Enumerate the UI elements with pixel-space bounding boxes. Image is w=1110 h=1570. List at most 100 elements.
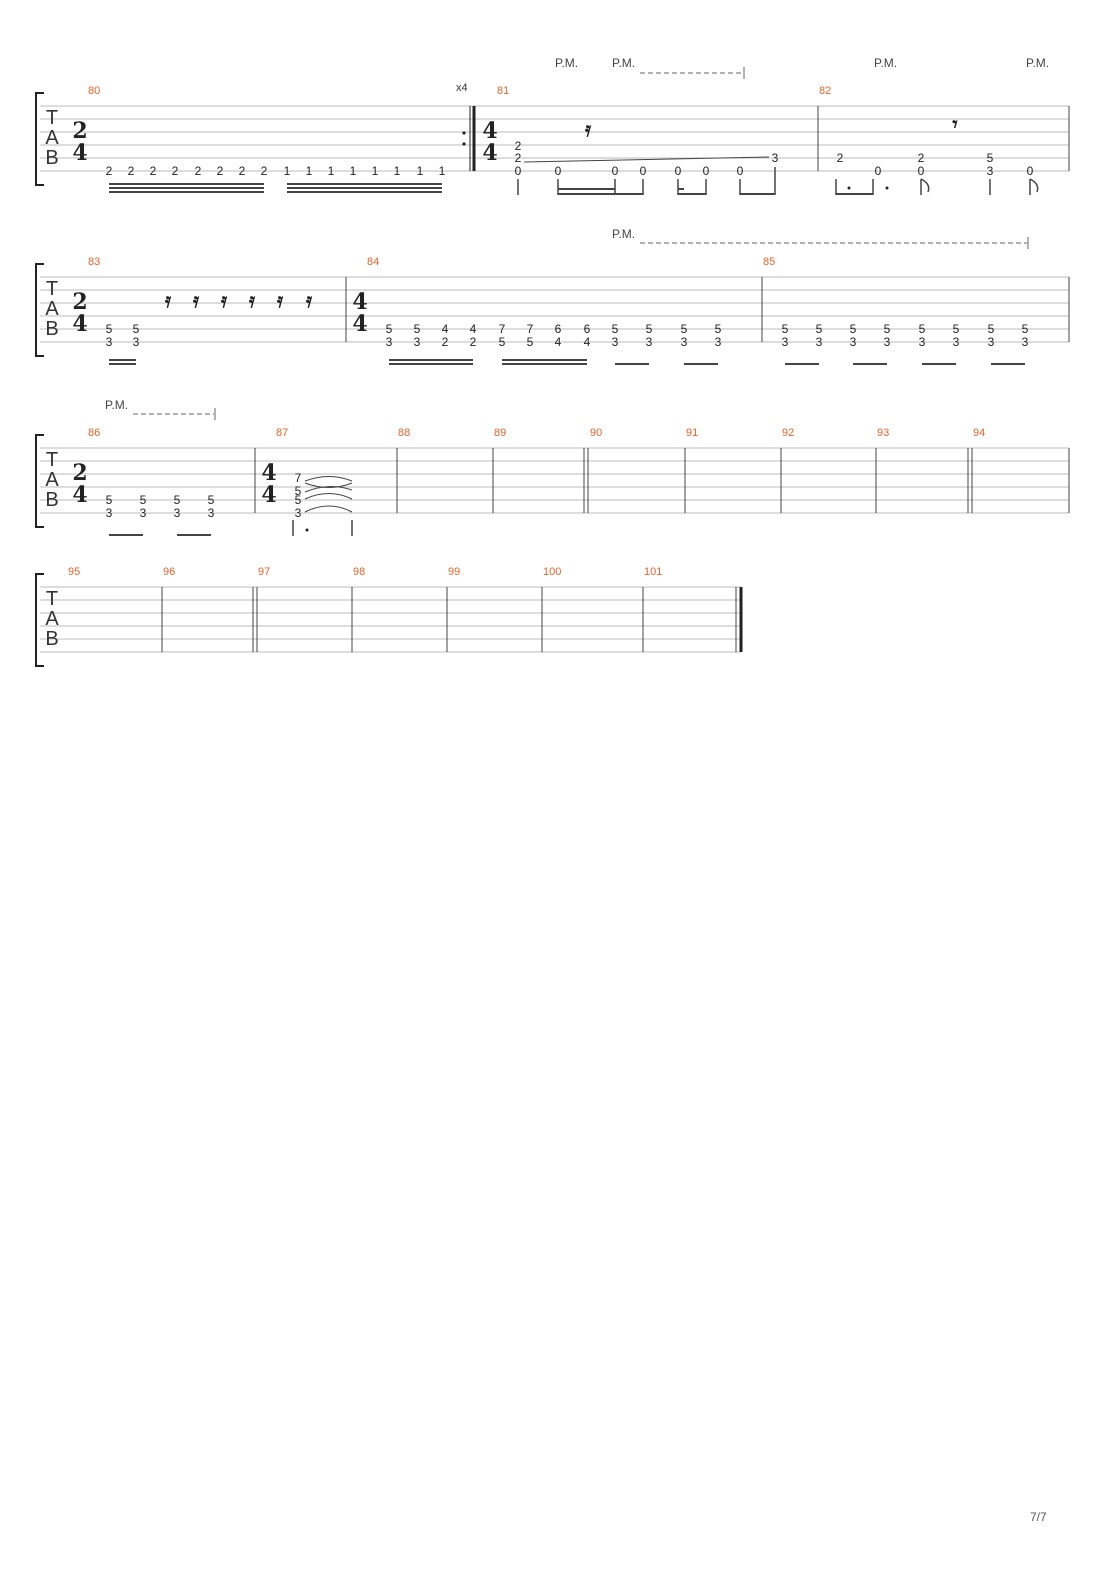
tab-clef-b: B xyxy=(45,318,58,340)
measure-87-notes: 7 5 5 3 xyxy=(292,471,353,536)
palm-mute-label: P.M. xyxy=(612,56,635,70)
stems xyxy=(835,179,1031,195)
tab-clef-t: T xyxy=(46,588,58,610)
tab-clef-a: A xyxy=(45,469,59,491)
measure-number: 81 xyxy=(497,85,509,97)
fret-number: 5 xyxy=(414,322,421,336)
measure-83-notes: 5 3 5 3 𝄿 𝄿 𝄿 𝄿 𝄿 𝄿 xyxy=(106,288,313,365)
measure-number: 95 xyxy=(68,566,80,578)
fret-number: 0 xyxy=(515,164,522,178)
fret-number: 2 xyxy=(217,164,224,178)
fret-number: 3 xyxy=(782,335,789,349)
measure-number: 83 xyxy=(88,256,100,268)
time-signature-bottom: 4 xyxy=(352,311,367,337)
time-signature-top: 2 xyxy=(72,118,87,144)
fret-number: 1 xyxy=(306,164,313,178)
measure-number: 89 xyxy=(494,427,506,439)
measure-84-notes: 5 3 5 3 4 2 4 2 7 5 7 5 6 4 6 4 5 3 5 3 … xyxy=(386,322,722,365)
fret-number: 5 xyxy=(782,322,789,336)
fret-number: 2 xyxy=(195,164,202,178)
flag xyxy=(920,178,930,193)
time-signature-top: 4 xyxy=(352,289,367,315)
fret-number: 3 xyxy=(106,335,113,349)
fret-number: 5 xyxy=(295,493,302,507)
dot xyxy=(847,186,851,190)
fret-number: 3 xyxy=(386,335,393,349)
measure-number: 94 xyxy=(973,427,985,439)
fret-number: 0 xyxy=(875,164,882,178)
palm-mute-label: P.M. xyxy=(555,56,578,70)
fret-number: 2 xyxy=(261,164,268,178)
time-signature-top: 4 xyxy=(482,118,497,144)
dot xyxy=(885,186,889,190)
fret-number: 2 xyxy=(515,139,522,153)
fret-number: 5 xyxy=(988,322,995,336)
fret-number: 0 xyxy=(703,164,710,178)
fret-number: 6 xyxy=(584,322,591,336)
system-brace xyxy=(35,573,44,667)
time-signature-top: 4 xyxy=(261,460,276,486)
fret-number: 1 xyxy=(372,164,379,178)
beam-group xyxy=(109,359,136,365)
fret-number: 3 xyxy=(295,506,302,520)
repeat-dot xyxy=(462,142,466,146)
fret-number: 0 xyxy=(640,164,647,178)
time-signature-bottom: 4 xyxy=(261,482,276,508)
fret-number: 5 xyxy=(140,493,147,507)
time-signature-bottom: 4 xyxy=(72,482,87,508)
fret-number: 1 xyxy=(284,164,291,178)
repeat-count: x4 xyxy=(456,82,468,94)
system-brace xyxy=(35,263,44,357)
fret-number: 3 xyxy=(816,335,823,349)
fret-number: 6 xyxy=(555,322,562,336)
beam-group xyxy=(389,359,718,365)
fret-number: 3 xyxy=(681,335,688,349)
tab-clef-a: A xyxy=(45,127,59,149)
fret-number: 3 xyxy=(208,506,215,520)
fret-number: 5 xyxy=(174,493,181,507)
tab-clef-a: A xyxy=(45,298,59,320)
system-brace xyxy=(35,434,44,528)
fret-number: 3 xyxy=(414,335,421,349)
measure-number: 88 xyxy=(398,427,410,439)
measure-number: 98 xyxy=(353,566,365,578)
fret-number: 3 xyxy=(850,335,857,349)
fret-number: 4 xyxy=(555,335,562,349)
fret-number: 3 xyxy=(646,335,653,349)
fret-number: 3 xyxy=(133,335,140,349)
sixteenth-rests: 𝄿 𝄿 𝄿 𝄿 𝄿 𝄿 xyxy=(165,288,313,312)
measure-81-notes: 2 2 0 3 𝄿 0 0 0 0 0 0 xyxy=(515,117,779,195)
system-brace xyxy=(35,92,44,186)
sixteenth-rest: 𝄿 xyxy=(306,288,313,312)
barlines xyxy=(161,587,737,652)
fret-number: 5 xyxy=(919,322,926,336)
fret-number: 2 xyxy=(442,335,449,349)
measure-number: 91 xyxy=(686,427,698,439)
palm-mute-label: P.M. xyxy=(1026,56,1049,70)
fret-number: 5 xyxy=(499,335,506,349)
fret-number: 5 xyxy=(681,322,688,336)
fret-number: 3 xyxy=(174,506,181,520)
slide-line xyxy=(523,156,770,163)
system-4: T A B 95 96 97 98 99 100 101 xyxy=(35,566,743,667)
system-2: T A B 83 84 85 2 4 5 3 5 3 𝄿 𝄿 𝄿 𝄿 𝄿 𝄿 xyxy=(35,227,1070,365)
measure-number: 97 xyxy=(258,566,270,578)
fret-number: 2 xyxy=(918,151,925,165)
fret-number: 5 xyxy=(816,322,823,336)
fret-number: 2 xyxy=(470,335,477,349)
time-signature-top: 2 xyxy=(72,460,87,486)
measure-number: 101 xyxy=(644,566,662,578)
fret-number: 3 xyxy=(988,335,995,349)
fret-number: 3 xyxy=(106,506,113,520)
tab-clef-b: B xyxy=(45,489,58,511)
time-signature-bottom: 4 xyxy=(72,140,87,166)
staff-lines xyxy=(40,447,1069,514)
fret-number: 3 xyxy=(715,335,722,349)
fret-number: 5 xyxy=(850,322,857,336)
measure-number: 86 xyxy=(88,427,100,439)
let-ring-ties xyxy=(304,476,353,513)
palm-mute-label: P.M. xyxy=(105,398,128,412)
sixteenth-rest: 𝄿 xyxy=(585,117,592,141)
fret-number: 0 xyxy=(737,164,744,178)
fret-number: 5 xyxy=(106,493,113,507)
